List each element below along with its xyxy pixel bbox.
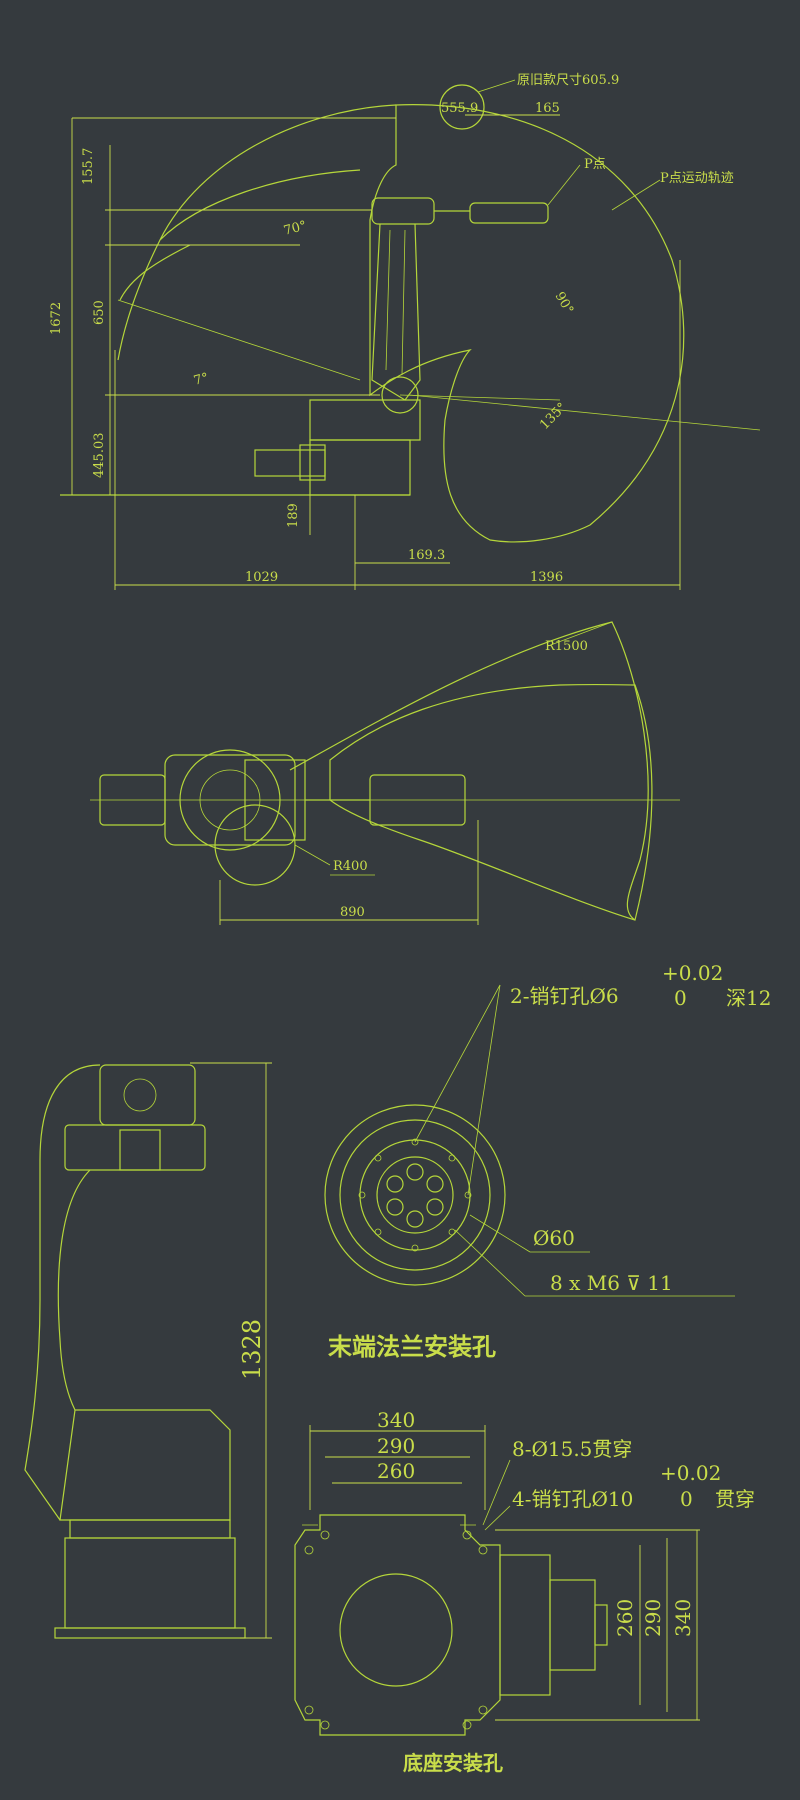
base-dim-290: 290 [377,1434,415,1458]
dim-890: 890 [340,905,365,920]
dim-650: 650 [92,300,107,325]
flange-depth: 深12 [726,986,771,1010]
base-dim-340: 340 [377,1408,415,1432]
robot-arm-top [99,749,466,886]
base-pin-holes: 4-销钉孔Ø10 [512,1487,633,1511]
dim-189: 189 [286,503,301,528]
workspace-area [369,104,685,543]
angle-135: 135° [537,400,570,433]
workspace-left-arc [117,104,397,361]
top-workspace-area [329,683,653,921]
angle-70: 70° [282,218,308,238]
old-size-circle [439,84,485,130]
dim-155: 155.7 [81,148,96,185]
flange-view: 2-销钉孔Ø6 +0.02 0 深12 Ø60 8 x M6 ⊽ 11 末端法兰… [324,961,771,1361]
dim-165: 165 [535,101,560,116]
flange-pin-label: 2-销钉孔Ø6 [510,984,619,1008]
base-tol-lower: 0 [680,1487,693,1511]
base-through: 贯穿 [715,1487,755,1511]
base-through-holes: 8-Ø15.5贯穿 [512,1437,632,1461]
flange-title: 末端法兰安装孔 [328,1333,496,1361]
dim-1672: 1672 [49,302,64,335]
top-view: R1500 R400 890 [90,621,680,925]
base-dim-r260: 260 [613,1599,637,1637]
callout-p-point: P点 [584,157,606,172]
dim-1396: 1396 [530,570,563,585]
flange-phi60: Ø60 [533,1226,575,1250]
callout-p-trajectory: P点运动轨迹 [660,171,734,186]
dim-555: 555.9 [441,101,478,116]
robot-arm-side [60,197,549,496]
base-tol-upper: +0.02 [660,1461,721,1485]
base-dim-260: 260 [377,1459,415,1483]
angle-7: 7° [192,371,210,389]
dim-169: 169.3 [408,548,445,563]
base-dim-r290: 290 [641,1599,665,1637]
dim-1029: 1029 [245,570,278,585]
flange-thread: 8 x M6 ⊽ 11 [550,1271,673,1295]
front-view: 1328 [24,1062,272,1639]
dim-445: 445.03 [92,433,107,479]
dim-1328: 1328 [238,1319,266,1380]
side-view: 原旧款尺寸605.9 555.9 165 P点 P点运动轨迹 155.7 167… [49,73,761,590]
radius-400: R400 [333,859,368,874]
flange-tol-upper: +0.02 [662,961,723,985]
callout-old-size: 原旧款尺寸605.9 [517,73,619,88]
base-dim-r340: 340 [671,1599,695,1637]
angle-90: 90° [552,290,577,317]
flange-tol-lower: 0 [674,986,687,1010]
base-view: 340 290 260 8-Ø15.5贯穿 +0.02 4-销钉孔Ø10 0 贯… [294,1408,755,1775]
radius-1500: R1500 [545,639,588,654]
base-title: 底座安装孔 [403,1751,503,1775]
